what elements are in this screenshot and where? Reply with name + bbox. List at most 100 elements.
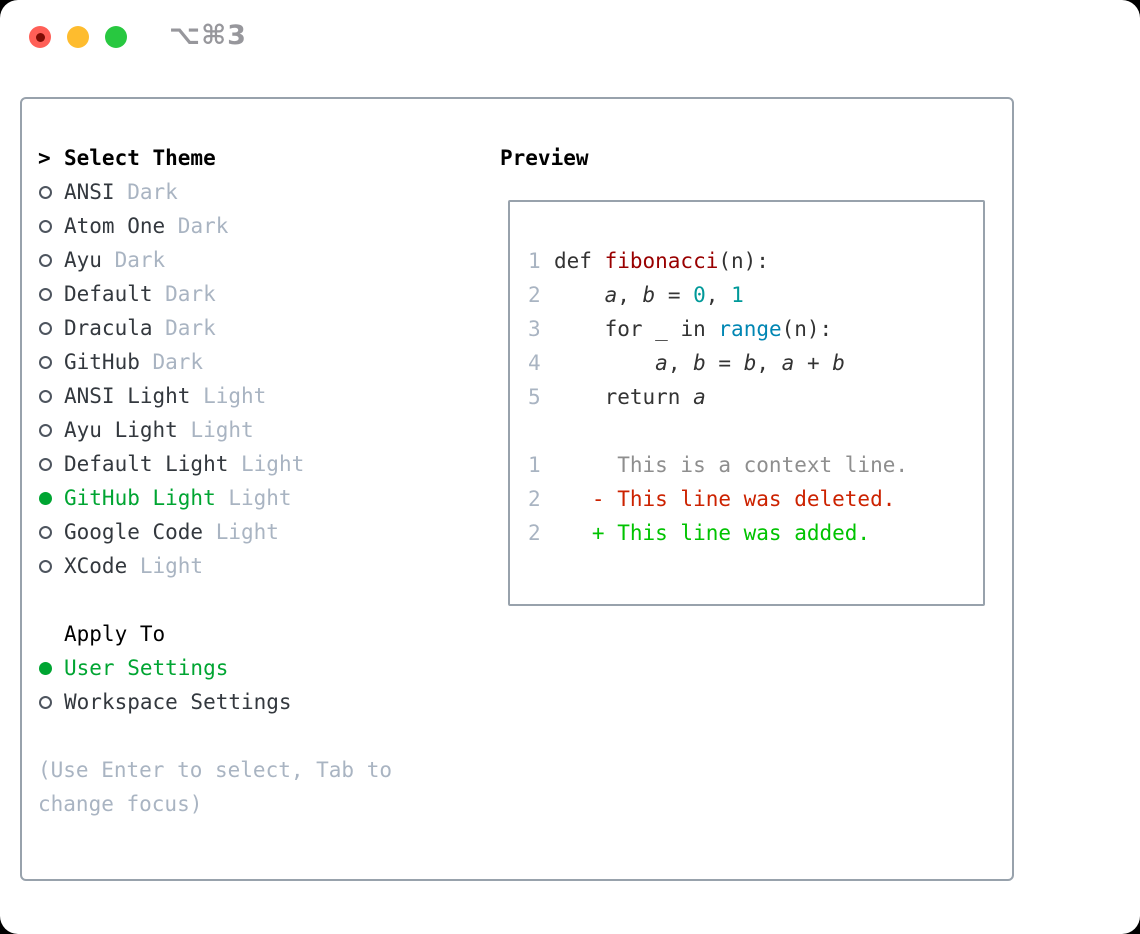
code-line: 2 a, b = 0, 1 [528, 278, 983, 312]
theme-item-github[interactable]: GitHub Dark [38, 345, 468, 379]
diff-line-deleted: 2 - This line was deleted. [528, 482, 983, 516]
code-token-plain [680, 385, 693, 409]
theme-name: GitHub Light [64, 486, 216, 510]
radio-dot [39, 253, 52, 267]
code-token-plain [706, 317, 719, 341]
apply-to-header: Apply To [38, 617, 468, 651]
theme-name: Atom One [64, 214, 166, 238]
theme-item-xcode[interactable]: XCode Light [38, 549, 468, 583]
theme-item-google-code[interactable]: Google Code Light [38, 515, 468, 549]
diff-text: + This line was added. [554, 521, 871, 545]
spacer [38, 719, 468, 753]
code-token-var: b [642, 283, 656, 307]
theme-name: ANSI Light [64, 384, 191, 408]
theme-variant-label: Light [127, 554, 204, 578]
code-line: 4 a, b = b, a + b [528, 346, 983, 380]
theme-item-default[interactable]: Default Dark [38, 277, 468, 311]
radio-unselected-icon[interactable] [38, 379, 64, 413]
theme-name: Default [64, 282, 153, 306]
close-button[interactable] [29, 26, 51, 48]
code-token-plain: , [705, 283, 732, 307]
code-token-title: fibonacci [604, 249, 719, 273]
radio-unselected-icon[interactable] [38, 549, 64, 583]
radio-dot [39, 287, 52, 301]
radio-unselected-icon[interactable] [38, 209, 64, 243]
theme-variant-label: Dark [152, 282, 216, 306]
theme-variant-label: Light [177, 418, 254, 442]
radio-unselected-icon[interactable] [38, 515, 64, 549]
code-token-plain: = [705, 351, 744, 375]
code-token-keyword: for [604, 317, 643, 341]
theme-item-ayu-light[interactable]: Ayu Light Light [38, 413, 468, 447]
diff-line-context: 1 This is a context line. [528, 448, 983, 482]
theme-variant-label: Light [203, 520, 279, 544]
radio-unselected-icon[interactable] [38, 413, 64, 447]
theme-name: Dracula [64, 316, 153, 340]
code-token-plain: (n): [781, 317, 833, 341]
hint-text: (Use Enter to select, Tab to change focu… [38, 758, 393, 816]
code-token-keyword: in [680, 317, 706, 341]
theme-item-github-light[interactable]: GitHub Light Light [38, 481, 468, 515]
apply-option-workspace-settings[interactable]: Workspace Settings [38, 685, 468, 719]
code-token-var: b [693, 351, 706, 375]
code-token-plain [554, 317, 605, 341]
zoom-button[interactable] [105, 26, 127, 48]
apply-option-label: User Settings [64, 656, 229, 680]
line-number: 1 [528, 453, 541, 477]
preview-header: Preview [500, 146, 589, 170]
line-number: 2 [528, 487, 541, 511]
radio-selected-icon[interactable] [38, 651, 64, 685]
theme-item-default-light[interactable]: Default Light Light [38, 447, 468, 481]
theme-name: Google Code [64, 520, 204, 544]
code-token-plain [554, 385, 605, 409]
theme-name: XCode [64, 554, 128, 578]
apply-to-indent [38, 617, 64, 651]
theme-variant-label: Dark [101, 248, 166, 272]
diff-text: - This line was deleted. [554, 487, 896, 511]
radio-unselected-icon[interactable] [38, 345, 64, 379]
radio-dot [39, 457, 52, 471]
theme-name: ANSI [64, 180, 115, 204]
radio-selected-icon[interactable] [38, 481, 64, 515]
radio-dot [39, 423, 52, 437]
theme-item-dracula[interactable]: Dracula Dark [38, 311, 468, 345]
line-number: 3 [528, 317, 541, 341]
radio-unselected-icon[interactable] [38, 311, 64, 345]
code-token-plain [554, 351, 655, 375]
radio-unselected-icon[interactable] [38, 243, 64, 277]
code-line: 5 return a [528, 380, 983, 414]
theme-item-ansi-light[interactable]: ANSI Light Light [38, 379, 468, 413]
theme-name: GitHub [64, 350, 140, 374]
cursor-marker: > [38, 146, 51, 170]
radio-unselected-icon[interactable] [38, 447, 64, 481]
theme-item-atom-one[interactable]: Atom One Dark [38, 209, 468, 243]
code-token-var: b [832, 351, 845, 375]
theme-variant-label: Dark [114, 180, 178, 204]
theme-name: Ayu [64, 248, 102, 272]
spacer [38, 583, 468, 617]
radio-dot [39, 355, 52, 369]
theme-item-ayu[interactable]: Ayu Dark [38, 243, 468, 277]
line-number: 5 [528, 385, 541, 409]
radio-unselected-icon[interactable] [38, 175, 64, 209]
line-number: 2 [528, 283, 541, 307]
code-token-keyword: return [604, 385, 681, 409]
radio-unselected-icon[interactable] [38, 277, 64, 311]
code-token-plain: , [756, 351, 782, 375]
theme-name: Default Light [64, 452, 229, 476]
minimize-button[interactable] [67, 26, 89, 48]
theme-item-ansi[interactable]: ANSI Dark [38, 175, 468, 209]
apply-option-user-settings[interactable]: User Settings [38, 651, 468, 685]
radio-dot [39, 219, 52, 233]
traffic-lights [29, 26, 127, 48]
code-token-keyword: def [554, 249, 605, 273]
radio-unselected-icon[interactable] [38, 685, 64, 719]
code-token-plain: _ [642, 317, 681, 341]
code-token-number: 1 [731, 283, 744, 307]
code-token-builtin: range [718, 317, 782, 341]
